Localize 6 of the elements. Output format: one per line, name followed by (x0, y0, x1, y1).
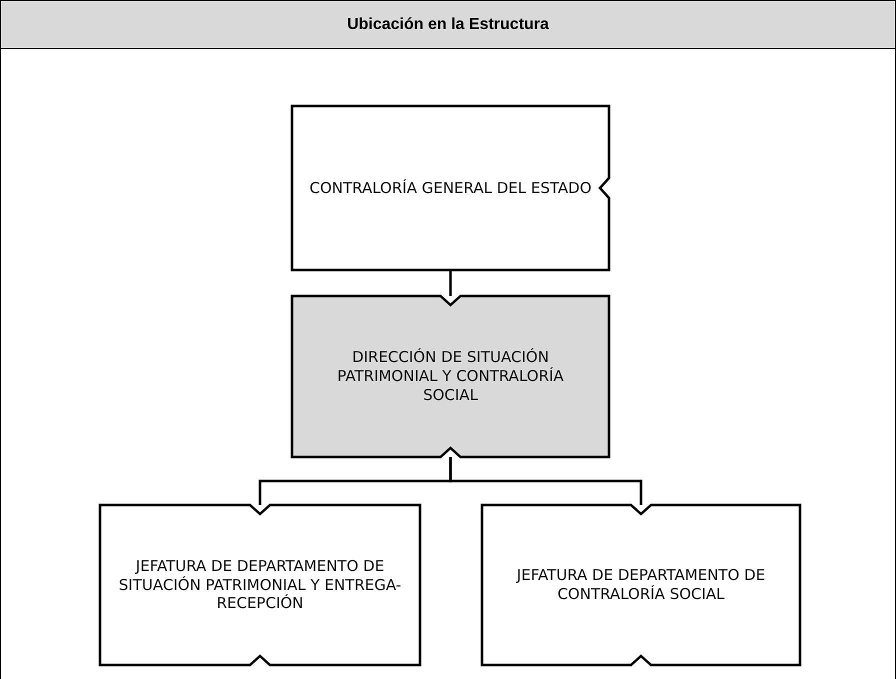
connector (449, 457, 642, 505)
unit-name: JEFATURA DE DEPARTAMENTO DE SITUACIÓN PATRIMONIAL Y ENTREGA-RECEPCIÓN (118, 556, 402, 614)
unit-name: DIRECCIÓN DE SITUACIÓN PATRIMONIAL Y CONTRALORÍA SOCIAL (336, 348, 565, 405)
title: Ubicación en la Estructura (347, 16, 549, 34)
unit-name: CONTRALORÍA GENERAL DEL ESTADO (309, 178, 592, 198)
unit-name: JEFATURA DE DEPARTAMENTO DE CONTRALORÍA SOCIAL (515, 566, 766, 604)
